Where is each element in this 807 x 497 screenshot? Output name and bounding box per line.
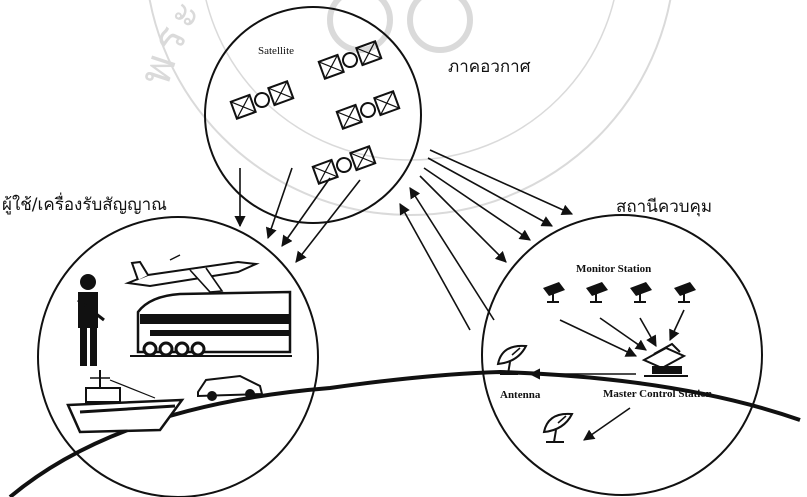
ship-icon	[68, 370, 182, 432]
user-segment: ผู้ใช้/เครื่องรับสัญญาณ	[2, 192, 318, 497]
monitor-station-icon	[543, 282, 565, 302]
space-segment: Satellite ภาคอวกาศ	[205, 7, 531, 223]
monitor-station-icon	[674, 282, 696, 302]
antenna-icon	[544, 414, 572, 442]
satellite-icon	[313, 146, 376, 183]
space-segment-label: ภาคอวกาศ	[448, 57, 531, 77]
uplink-arrows-to-satellites	[400, 188, 494, 330]
downlink-arrows-to-users	[240, 168, 360, 262]
antenna-icon	[498, 346, 526, 374]
train-icon	[130, 292, 292, 356]
antenna-label: Antenna	[500, 389, 541, 401]
satellite-icon	[231, 81, 294, 118]
downlink-arrows-to-control	[420, 150, 572, 262]
control-segment-label: สถานีควบคุม	[616, 197, 712, 217]
person-icon	[78, 274, 104, 366]
satellite-label: Satellite	[258, 45, 294, 57]
satellite-icon	[337, 91, 400, 128]
airplane-icon	[128, 255, 256, 292]
master-control-station-label: Master Control Station	[603, 388, 712, 400]
user-segment-label: ผู้ใช้/เครื่องรับสัญญาณ	[2, 192, 167, 215]
car-icon	[198, 376, 262, 401]
monitor-station-label: Monitor Station	[576, 263, 651, 275]
master-control-station-icon	[644, 344, 688, 376]
control-segment: สถานีควบคุม Monitor Station Antenna Mast…	[482, 197, 762, 495]
watermark-seal: พระจอมเกล้าเจ้าคุณทหาร	[129, 0, 675, 215]
monitor-station-icon	[630, 282, 652, 302]
monitor-station-icon	[586, 282, 608, 302]
